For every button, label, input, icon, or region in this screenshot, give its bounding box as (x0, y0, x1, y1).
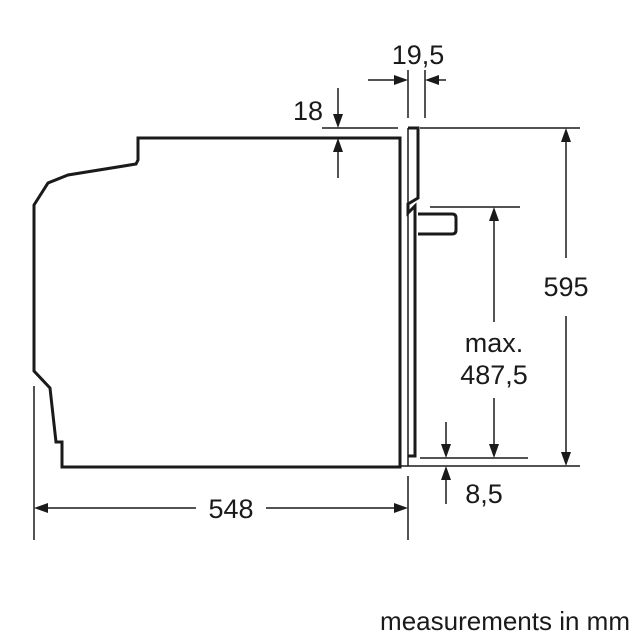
height-arrow-top (561, 128, 571, 142)
total-height-label: 595 (543, 272, 588, 302)
max-arrow-top (489, 207, 499, 221)
bottom-offset-label: 8,5 (465, 479, 503, 509)
oven-body-outline (32, 136, 402, 469)
top-offset-arrow-down (333, 114, 343, 128)
bottom-offset-arrow-up (441, 466, 451, 480)
max-arrow-bottom (489, 444, 499, 458)
top-offset-arrow-up (333, 138, 343, 152)
door-handle (418, 212, 458, 236)
top-gap-width-label: 19,5 (392, 40, 445, 70)
depth-arrow-right (394, 503, 408, 513)
oven-door-outline (406, 126, 420, 458)
width-arrow-left (394, 75, 408, 85)
max-label: max. (465, 328, 524, 358)
width-arrow-right (425, 75, 439, 85)
depth-label: 548 (208, 494, 253, 524)
measurements-note: measurements in mm (380, 606, 630, 636)
depth-arrow-left (34, 503, 48, 513)
bottom-offset-arrow-down (441, 444, 451, 458)
height-arrow-bottom (561, 452, 571, 466)
top-offset-label: 18 (293, 96, 323, 126)
max-value-label: 487,5 (460, 360, 528, 390)
